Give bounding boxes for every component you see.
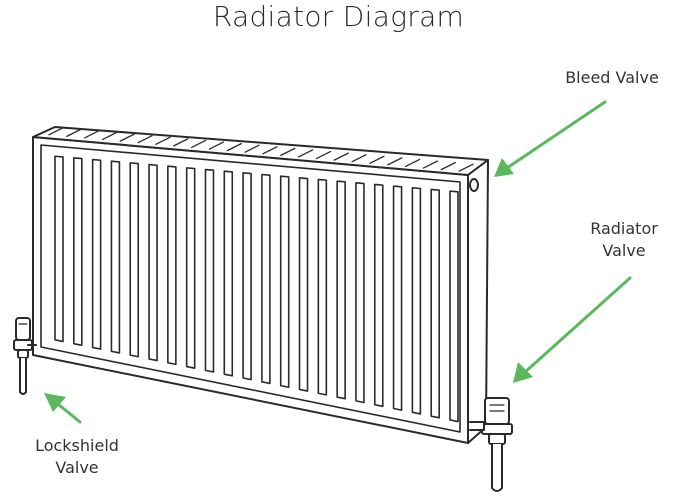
- radiator-panel: [110, 160, 121, 354]
- grille-slat: [387, 157, 403, 166]
- radiator-panel: [73, 157, 83, 347]
- lockshield-valve: [13, 317, 37, 395]
- grille-slat: [137, 135, 153, 144]
- lockshield-valve-arrow-icon: [44, 393, 82, 424]
- radiator-body: [32, 126, 489, 444]
- grille-slat: [297, 149, 314, 158]
- radiator-panel: [223, 170, 234, 377]
- radiator-panel: [242, 172, 252, 381]
- grille-slat: [155, 136, 171, 145]
- radiator-panel: [449, 190, 459, 423]
- lockshield-valve-label-line1: Lockshield: [35, 436, 119, 455]
- radiator-panel: [129, 162, 140, 358]
- radiator-panel: [91, 158, 102, 350]
- radiator-panel: [185, 167, 196, 369]
- radiator-panel: [336, 180, 346, 400]
- radiator-valve: [469, 397, 513, 492]
- callout-arrows: [44, 100, 632, 424]
- radiator-valve-arrow-icon: [513, 276, 632, 383]
- grille-slat: [315, 150, 332, 160]
- grille-slat: [48, 127, 64, 136]
- grille-slat: [333, 152, 349, 161]
- grille-slat: [190, 139, 207, 149]
- radiator-panel: [430, 188, 440, 419]
- lockshield-valve-label-line2: Valve: [55, 458, 99, 477]
- radiator-panel: [261, 173, 271, 385]
- radiator-panel: [373, 183, 384, 408]
- radiator-panel: [298, 177, 309, 392]
- page-title: Radiator Diagram: [212, 0, 465, 33]
- grille-slat: [226, 142, 242, 152]
- bleed-valve-label: Bleed Valve: [548, 67, 676, 89]
- bleed-valve-arrow-icon: [494, 100, 607, 177]
- radiator-front-panels: [54, 155, 459, 423]
- grille-slat: [66, 128, 82, 138]
- radiator-panel: [54, 155, 64, 343]
- grille-slat: [262, 146, 278, 155]
- radiator-valve-label: Radiator Valve: [576, 218, 672, 262]
- radiator-top-grille: [48, 127, 474, 172]
- grille-slat: [458, 163, 474, 172]
- grille-slat: [280, 147, 296, 157]
- radiator-panel: [317, 178, 328, 396]
- grille-slat: [83, 130, 100, 139]
- grille-slat: [440, 161, 456, 171]
- grille-slat: [173, 138, 189, 147]
- radiator-panel: [279, 175, 290, 389]
- radiator-panel: [167, 165, 177, 366]
- lockshield-valve-label: Lockshield Valve: [14, 435, 140, 479]
- radiator-panel: [355, 182, 365, 404]
- radiator-panel: [204, 168, 215, 373]
- grille-slat: [351, 154, 367, 163]
- grille-slat: [208, 141, 225, 150]
- bleed-valve: [469, 178, 479, 192]
- radiator-valve-label-line1: Radiator: [590, 219, 658, 238]
- grille-slat: [404, 158, 421, 168]
- grille-slat: [369, 155, 385, 164]
- grille-slat: [244, 144, 260, 153]
- radiator-panel: [411, 186, 422, 415]
- bleed-valve-label-text: Bleed Valve: [565, 68, 659, 87]
- radiator-panel: [148, 163, 158, 362]
- grille-slat: [422, 160, 439, 169]
- grille-slat: [119, 133, 135, 142]
- radiator-valve-label-line2: Valve: [602, 241, 646, 260]
- grille-slat: [101, 131, 118, 141]
- radiator-panel: [392, 185, 403, 411]
